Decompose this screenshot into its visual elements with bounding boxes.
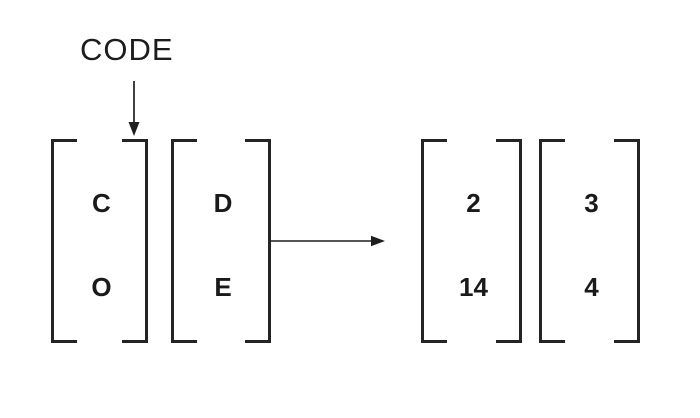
matrix-cell: C xyxy=(92,188,111,218)
left-bracket-icon xyxy=(51,139,77,343)
matrix-cell: 14 xyxy=(459,272,488,302)
matrix-cell: 2 xyxy=(466,188,481,218)
right-bracket-icon xyxy=(122,139,148,343)
matrix-letters-co: C O xyxy=(51,139,148,343)
matrix-numbers-2-14: 2 14 xyxy=(421,139,522,343)
right-arrow-icon xyxy=(271,235,385,247)
right-bracket-icon xyxy=(496,139,522,343)
matrix-numbers-3-4: 3 4 xyxy=(539,139,640,343)
matrix-cell: D xyxy=(213,188,233,218)
matrix-cell: 3 xyxy=(584,188,599,218)
left-bracket-icon xyxy=(539,139,565,343)
right-bracket-icon xyxy=(614,139,640,343)
right-bracket-icon xyxy=(245,139,271,343)
matrix-cell: O xyxy=(91,272,112,302)
matrix-cell: E xyxy=(214,272,232,302)
down-arrow-icon xyxy=(128,81,140,136)
matrix-cell: 4 xyxy=(584,272,599,302)
left-bracket-icon xyxy=(171,139,197,343)
matrix-letters-de: D E xyxy=(171,139,271,343)
code-word-label: CODE xyxy=(80,32,174,67)
left-bracket-icon xyxy=(421,139,447,343)
